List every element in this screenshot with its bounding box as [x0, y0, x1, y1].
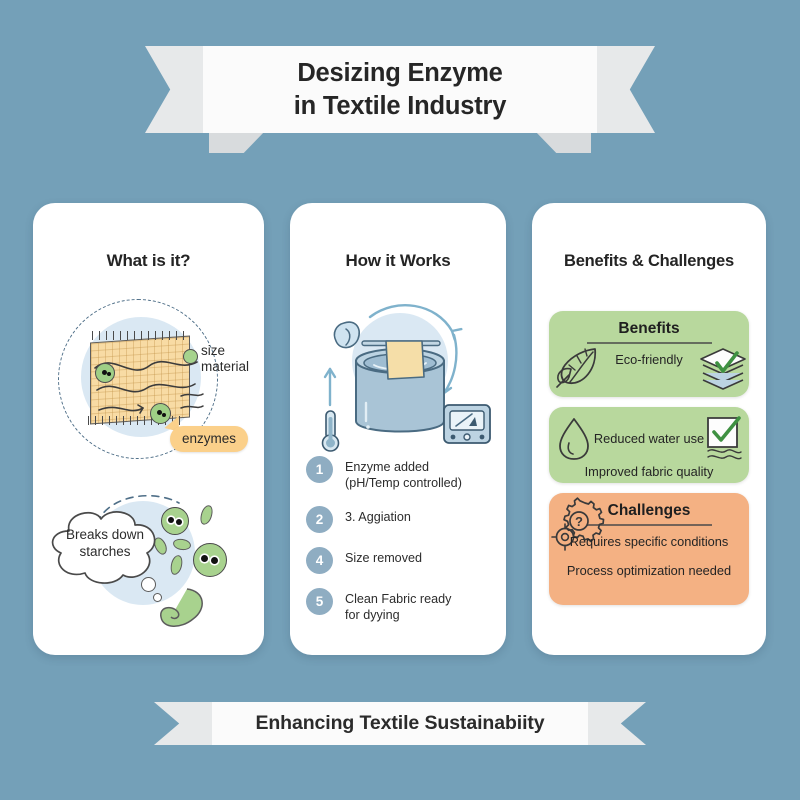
bubble-small — [153, 593, 162, 602]
enzyme-particle-bottom — [150, 403, 171, 424]
fabric-fringe-top — [90, 331, 190, 340]
panel-benefits-line-1: Eco-friendly — [615, 351, 683, 367]
panel-challenges-heading: Challenges — [607, 502, 691, 519]
illustration-size-material: size material enzymes — [33, 291, 264, 471]
title-banner: Desizing Enzyme in Textile Industry — [145, 46, 655, 153]
card-what-is-it: What is it? — [33, 203, 264, 655]
panel-benefits: Benefits Eco-friendly — [549, 311, 749, 397]
step-label: 3. Aggiation — [345, 509, 411, 524]
starch-strands — [94, 360, 204, 414]
panel-challenges-line-1: Requires specific conditions — [569, 533, 729, 549]
title-line-1: Desizing Enzyme — [297, 58, 503, 87]
banner-fold-left — [209, 131, 265, 153]
panel-divider — [586, 524, 712, 526]
panel-challenges-line-2: Process optimization needed — [566, 563, 732, 579]
leaf-icon — [556, 348, 596, 388]
enzymes-badge: enzymes — [170, 426, 249, 452]
panel-challenges: Challenges Requires specific conditions … — [549, 493, 749, 605]
panel-benefits-secondary: Reduced water use Improved fabric qualit… — [549, 407, 749, 483]
panel-benefits2-line-2: Improved fabric quality — [584, 463, 714, 479]
footer-tail-left — [154, 702, 214, 745]
footer-banner: Enhancing Textile Sustainabiity — [154, 702, 646, 745]
illustration-breaks-down-starches: Breaks down starches — [33, 481, 264, 641]
cloud-text-breaks-down: Breaks down starches — [59, 527, 151, 561]
title-line-2: in Textile Industry — [293, 91, 507, 120]
starch-blob-1 — [198, 503, 215, 527]
step-number: 2 — [306, 505, 333, 533]
banner-tail-right — [595, 46, 655, 133]
step-number: 5 — [306, 587, 333, 615]
label-size-line2: material — [201, 358, 250, 374]
list-item: 4 Size removed — [306, 546, 492, 574]
gear-question-icon: ? — [551, 497, 605, 551]
microbe-large-upper — [161, 507, 189, 535]
cloud-line-2: starches — [79, 543, 131, 559]
banner-fold-right — [535, 131, 591, 153]
panel-benefits2-line-1: Reduced water use — [593, 431, 705, 446]
step-number: 1 — [306, 456, 333, 483]
step-label: Clean Fabric ready for dyying — [345, 591, 452, 623]
list-item: 5 Clean Fabric ready for dyying — [306, 587, 492, 624]
panel-divider — [586, 342, 712, 344]
thought-cloud — [51, 511, 156, 584]
label-size-line1: size — [201, 343, 226, 358]
step-number: 4 — [306, 546, 333, 574]
banner-tail-left — [145, 46, 205, 133]
footer-tail-right — [586, 702, 646, 745]
list-item: 2 3. Aggiation — [306, 505, 492, 533]
bubble-large — [141, 577, 156, 592]
card-benefits-challenges: Benefits & Challenges Benefits Eco-frien… — [532, 203, 766, 655]
cloud-line-1: Breaks down — [65, 527, 145, 542]
footer-text: Enhancing Textile Sustainabiity — [255, 712, 545, 734]
water-drop-icon — [559, 418, 589, 460]
panel-benefits-heading: Benefits — [618, 320, 680, 337]
step-label: Enzyme added (pH/Temp controlled) — [345, 460, 462, 491]
step-label: Size removed — [345, 550, 422, 565]
card-benefits-title: Benefits & Challenges — [563, 252, 734, 270]
list-item: 1 Enzyme added (pH/Temp controlled) — [306, 455, 492, 492]
enzyme-particle-right — [183, 349, 198, 364]
card-how-it-works: How it Works — [290, 203, 506, 655]
vat-diagram — [321, 304, 491, 452]
dashed-arc — [96, 494, 180, 524]
checklist-icon — [707, 416, 742, 460]
footer-banner-body: Enhancing Textile Sustainabiity — [212, 702, 588, 745]
svg-text:?: ? — [575, 514, 583, 529]
microbe-large-lower — [193, 543, 227, 577]
enzyme-curl-shape — [160, 588, 203, 627]
enzyme-particle-left — [95, 363, 115, 383]
fabric-stack-check-icon — [700, 348, 746, 390]
label-size-material: size material — [201, 343, 249, 375]
process-steps-list: 1 Enzyme added (pH/Temp controlled) 2 3.… — [306, 455, 492, 636]
card-what-title: What is it? — [106, 251, 191, 270]
dashed-boundary-ring — [58, 299, 218, 459]
card-how-title: How it Works — [345, 251, 451, 270]
title-banner-body: Desizing Enzyme in Textile Industry — [203, 46, 597, 133]
illustration-desizing-vat — [290, 303, 506, 453]
